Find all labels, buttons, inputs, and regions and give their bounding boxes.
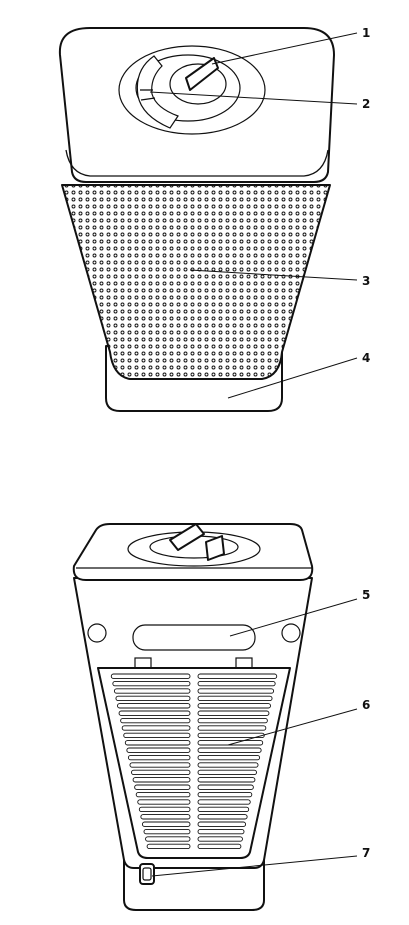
vent-slat — [197, 777, 256, 783]
vent-slat — [146, 843, 191, 850]
vent-slat — [131, 769, 191, 776]
vent-slat — [110, 673, 191, 679]
vent-slat — [197, 740, 264, 746]
vent-slat — [135, 791, 191, 798]
callout-2: 2 — [362, 97, 370, 111]
vent-slat — [197, 843, 242, 850]
back-view — [72, 523, 358, 911]
vent-slat — [145, 836, 191, 842]
vent-slat — [141, 821, 191, 827]
vent-slat — [197, 754, 261, 761]
vent-slat — [197, 791, 253, 798]
vent-slat — [197, 814, 248, 820]
vent-slat — [123, 732, 191, 739]
vent-slat — [197, 821, 247, 827]
vent-slat — [115, 695, 191, 702]
vent-slat — [197, 703, 271, 709]
vent-slat — [126, 747, 191, 753]
vent-slat — [197, 836, 243, 842]
back-right-knob — [281, 623, 301, 643]
back-thermostat-knob[interactable] — [169, 523, 205, 551]
vent-slat — [113, 688, 191, 694]
vent-slat — [137, 799, 191, 805]
vent-slat — [127, 754, 191, 761]
front-top-rim — [65, 149, 329, 177]
vent-slat — [117, 703, 191, 709]
vent-slat — [197, 725, 267, 731]
vent-slat — [129, 762, 191, 768]
vent-slat — [140, 814, 191, 820]
vent-slat — [197, 688, 275, 694]
vent-slat — [197, 784, 254, 790]
callout-labels: 1 2 3 4 5 6 7 — [362, 26, 370, 860]
front-view — [58, 27, 358, 412]
back-base — [123, 855, 265, 911]
air-vent-slats-left — [110, 673, 191, 850]
vent-slat — [121, 725, 191, 731]
vent-slat — [132, 777, 191, 783]
vent-slat — [124, 740, 191, 746]
vent-slat — [197, 695, 273, 702]
thermostat-knob-grip[interactable] — [185, 57, 219, 91]
vent-slat — [197, 769, 257, 776]
callout-1: 1 — [362, 26, 370, 40]
vent-slat — [197, 747, 262, 753]
vent-slat — [197, 762, 259, 768]
vent-slat — [197, 717, 268, 724]
vent-slat — [197, 828, 245, 835]
vent-slat — [134, 784, 191, 790]
air-vent-slats-right — [197, 673, 278, 850]
vent-slat — [197, 732, 265, 739]
vent-slat — [120, 717, 191, 724]
callout-4: 4 — [362, 351, 370, 365]
vent-slat — [197, 799, 251, 805]
vent-slat — [197, 710, 270, 716]
vent-slat — [197, 806, 250, 813]
vent-slat — [197, 680, 276, 687]
vent-slat — [143, 828, 191, 835]
vent-slat — [112, 680, 191, 687]
dial-indicator-arc — [136, 55, 179, 129]
vent-slat — [138, 806, 191, 813]
callout-3: 3 — [362, 274, 370, 288]
carry-handle[interactable] — [132, 624, 256, 651]
back-left-knob — [87, 623, 107, 643]
callout-6: 6 — [362, 698, 370, 712]
vent-slat — [197, 673, 278, 679]
vent-slat — [118, 710, 191, 716]
front-grille-dots — [62, 185, 330, 379]
callout-7: 7 — [362, 846, 370, 860]
callout-5: 5 — [362, 588, 370, 602]
